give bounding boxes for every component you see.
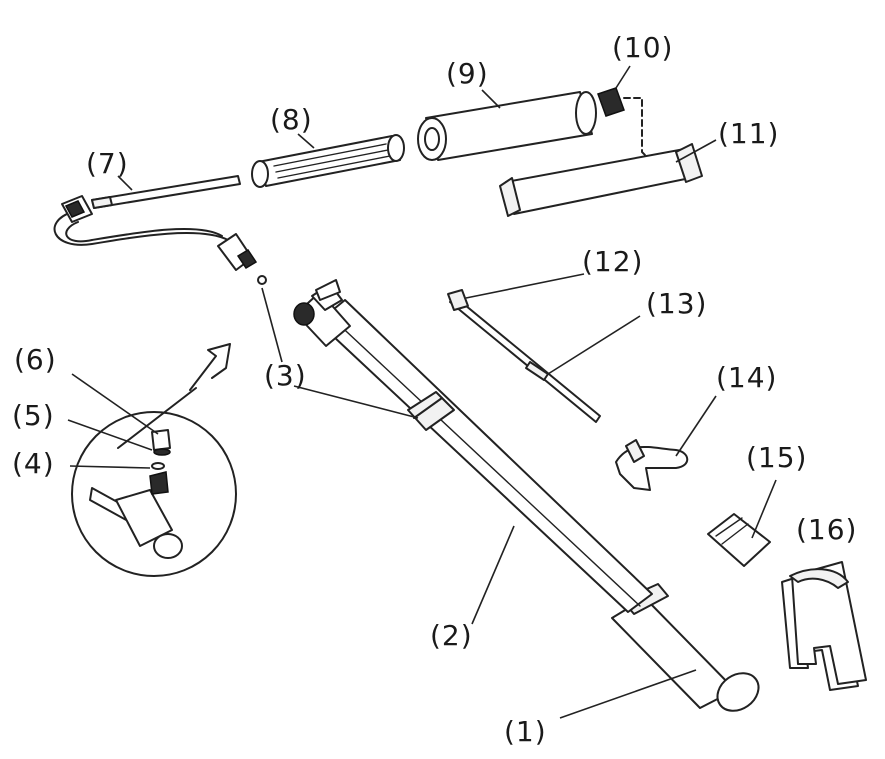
callout-4: (4) <box>12 447 55 480</box>
callout-12: (12) <box>582 245 644 278</box>
callout-9: (9) <box>446 57 489 90</box>
callout-6: (6) <box>14 343 57 376</box>
part-10-cap <box>597 87 649 159</box>
leader-lines <box>67 65 777 719</box>
callout-10: (10) <box>612 31 674 64</box>
detail-inset <box>71 343 237 577</box>
callout-14: (14) <box>716 361 778 394</box>
part-2-main-tube <box>293 279 653 613</box>
callout-11: (11) <box>718 117 780 150</box>
callout-1: (1) <box>504 715 547 748</box>
callout-5: (5) <box>12 399 55 432</box>
callout-2: (2) <box>430 619 473 652</box>
part-14-clip <box>615 439 689 491</box>
callout-3: (3) <box>264 359 307 392</box>
callout-13: (13) <box>646 287 708 320</box>
part-3-hose <box>53 195 267 285</box>
callout-16: (16) <box>796 513 858 546</box>
callout-7: (7) <box>86 147 129 180</box>
callout-8: (8) <box>270 103 313 136</box>
part-9-cylinder <box>417 91 597 161</box>
part-7-rod <box>91 175 241 209</box>
callout-15: (15) <box>746 441 808 474</box>
part-16-key-plates <box>781 561 867 691</box>
part-15-sachet <box>707 513 771 567</box>
part-12-13-probe <box>447 289 601 423</box>
part-11-tray <box>499 143 703 217</box>
part-8-cartridge <box>251 134 405 188</box>
